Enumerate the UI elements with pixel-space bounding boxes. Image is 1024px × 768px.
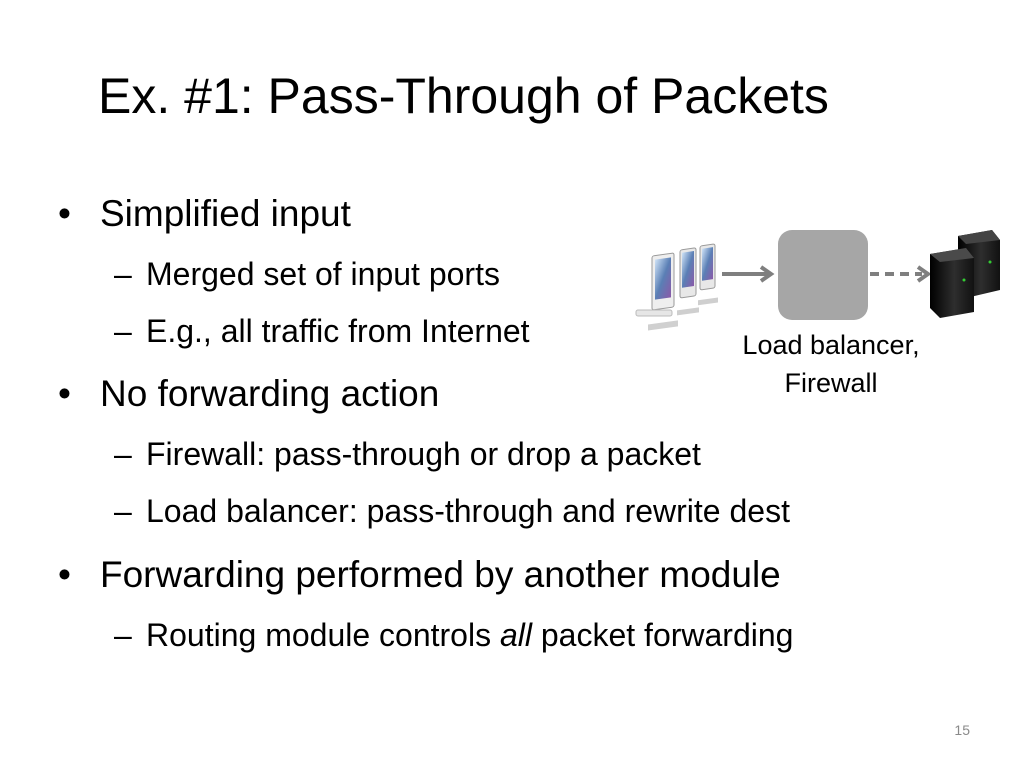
dash-marker: – — [114, 256, 132, 292]
desktop-computers-icon — [635, 243, 718, 331]
bullet-marker: • — [58, 554, 71, 595]
bullet-marker: • — [58, 373, 71, 414]
bullet-marker: • — [58, 193, 71, 234]
text-before: Routing module controls — [146, 617, 500, 653]
caption-line-1: Load balancer, — [742, 330, 920, 360]
text-after: packet forwarding — [531, 617, 794, 653]
bullet-text: Simplified input — [100, 193, 351, 234]
page-number: 15 — [954, 722, 970, 738]
dash-marker: – — [114, 617, 132, 653]
dash-marker: – — [114, 436, 132, 472]
sub-bullet-text: E.g., all traffic from Internet — [146, 313, 530, 349]
dash-marker: – — [114, 313, 132, 349]
bullet-text: Forwarding performed by another module — [100, 554, 781, 595]
diagram-caption: Load balancer, Firewall — [700, 326, 962, 402]
emphasis-text: all — [499, 617, 532, 653]
caption-line-2: Firewall — [784, 368, 878, 398]
pass-through-diagram — [635, 230, 1000, 331]
server-rack-icon — [930, 230, 1000, 318]
bullet-text: No forwarding action — [100, 373, 440, 414]
dashed-arrow-icon — [870, 265, 932, 283]
dash-marker: – — [114, 493, 132, 529]
sub-bullet-text: Merged set of input ports — [146, 256, 500, 292]
middlebox-icon — [778, 230, 868, 320]
slide-title: Ex. #1: Pass-Through of Packets — [98, 68, 829, 124]
solid-arrow-icon — [722, 265, 775, 283]
sub-bullet-text: Routing module controls all packet forwa… — [146, 615, 793, 655]
sub-bullet-text: Firewall: pass-through or drop a packet — [146, 436, 701, 472]
sub-bullet-text: Load balancer: pass-through and rewrite … — [146, 493, 790, 529]
